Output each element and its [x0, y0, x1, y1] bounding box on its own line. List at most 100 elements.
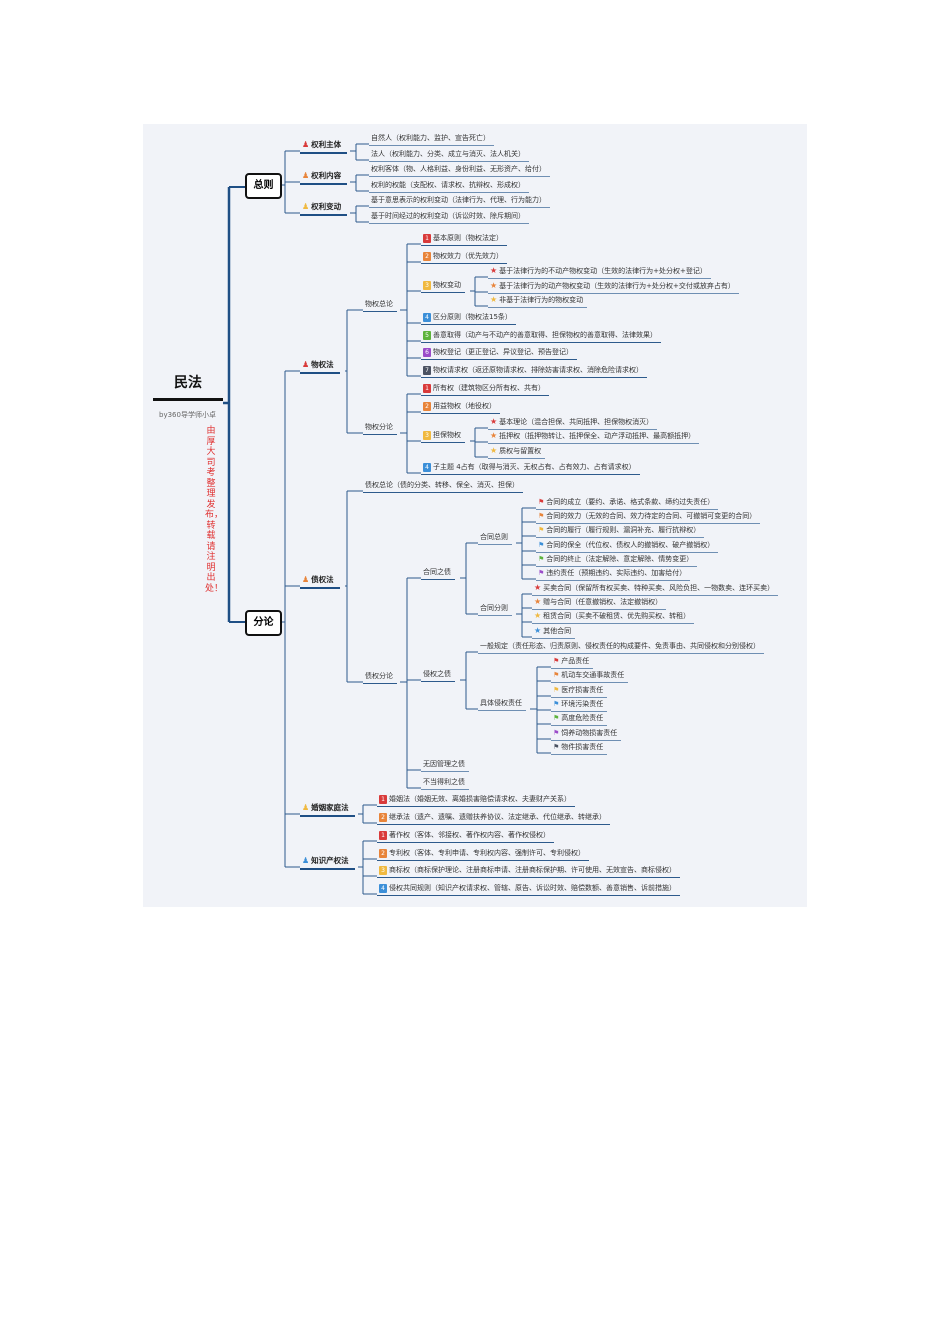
- node-label: 区分原则（物权法15条）: [433, 313, 512, 321]
- leaf-node[interactable]: ⚑机动车交通事故责任: [551, 669, 629, 683]
- node-label: 基本理论（混合担保、共同抵押、担保物权消灭）: [499, 418, 654, 426]
- node-label: 合同的终止（法定解除、意定解除、情势变更）: [546, 555, 694, 563]
- leaf-node[interactable]: 自然人（权利能力、监护、宣告死亡）: [369, 132, 494, 146]
- leaf-node[interactable]: ★非基于法律行为的物权变动: [488, 294, 588, 308]
- leaf-node[interactable]: ⚑饲养动物损害责任: [551, 727, 622, 741]
- node-label: 医疗损害责任: [561, 686, 604, 694]
- priority-badge: 1: [379, 794, 387, 804]
- leaf-node[interactable]: ⚑合同的效力（无效的合同、效力待定的合同、可撤销可变更的合同）: [536, 510, 761, 524]
- leaf-node[interactable]: ⚑高度危险责任: [551, 712, 608, 726]
- node-juti-qinquan[interactable]: 具体侵权责任: [478, 697, 526, 711]
- leaf-node[interactable]: ★基本理论（混合担保、共同抵押、担保物权消灭）: [488, 416, 658, 430]
- person-icon: ♟: [302, 856, 310, 865]
- flag-icon: ⚑: [553, 743, 560, 751]
- node-yiban-guiding[interactable]: 一般规定（责任形态、归责原则、侵权责任的构成要件、免责事由、共同侵权和分别侵权）: [478, 640, 764, 654]
- node-hunyin[interactable]: ♟婚姻家庭法: [300, 802, 355, 817]
- priority-badge: 3: [423, 280, 431, 290]
- node-label: 债权法: [311, 575, 334, 584]
- node-zhichan[interactable]: ♟知识产权法: [300, 855, 355, 870]
- leaf-node[interactable]: 法人（权利能力、分类、成立与消灭、法人机关）: [369, 148, 529, 162]
- leaf-node[interactable]: ★质权与留置权: [488, 445, 546, 459]
- flag-icon: ⚑: [553, 686, 560, 694]
- priority-badge: 4: [423, 462, 431, 472]
- priority-badge: 1: [379, 830, 387, 840]
- node-zhaiquan-fenlun[interactable]: 债权分论: [363, 670, 397, 684]
- node-zhaiquan-zonglun[interactable]: 债权总论（债的分类、转移、保全、消灭、担保）: [363, 479, 523, 493]
- node-label: 权利变动: [311, 202, 342, 211]
- node-hetong-fenze[interactable]: 合同分则: [478, 602, 512, 616]
- flag-icon: ⚑: [538, 569, 545, 577]
- leaf-node[interactable]: 权利的权能（支配权、请求权、抗辩权、形成权）: [369, 179, 529, 193]
- node-label: 权利主体: [311, 140, 342, 149]
- leaf-node[interactable]: ⚑违约责任（预期违约、实际违约、加害给付）: [536, 567, 691, 581]
- leaf-node[interactable]: 基于意思表示的权利变动（法律行为、代理、行为能力）: [369, 194, 550, 208]
- node-quanli-neirong[interactable]: ♟权利内容: [300, 170, 348, 185]
- node-zhaiquanfa[interactable]: ♟债权法: [300, 574, 340, 589]
- leaf-node[interactable]: ★其他合同: [532, 625, 576, 639]
- leaf-node[interactable]: ★买卖合同（保留所有权买卖、特种买卖、风险负担、一物数卖、连环买卖）: [532, 582, 779, 596]
- node-hetong-zongze[interactable]: 合同总则: [478, 531, 512, 545]
- star-icon: ★: [534, 611, 542, 620]
- leaf-node[interactable]: ★基于法律行为的不动产物权变动（生效的法律行为+处分权+登记）: [488, 265, 711, 279]
- person-icon: ♟: [302, 140, 310, 149]
- node-wuquanfa[interactable]: ♟物权法: [300, 359, 340, 374]
- node-wuyin[interactable]: 无因管理之债: [421, 758, 469, 772]
- node-label: 物权效力（优先效力）: [433, 252, 503, 260]
- flag-icon: ⚑: [538, 555, 545, 563]
- leaf-node[interactable]: ⚑合同的终止（法定解除、意定解除、情势变更）: [536, 553, 698, 567]
- leaf-node[interactable]: ★基于法律行为的动产物权变动（生效的法律行为+处分权+交付或放弃占有）: [488, 280, 739, 294]
- node-label: 专利权（客体、专利申请、专利权内容、强制许可、专利侵权）: [389, 849, 585, 857]
- node-budang[interactable]: 不当得利之债: [421, 776, 469, 790]
- node-wuquan-zonglun[interactable]: 物权总论: [363, 298, 397, 312]
- node-label: 担保物权: [433, 431, 461, 439]
- node-quanli-zhuti[interactable]: ♟权利主体: [300, 139, 348, 154]
- leaf-node[interactable]: ★赠与合同（任意撤销权、法定撤销权）: [532, 596, 667, 610]
- leaf-node[interactable]: ⚑物件损害责任: [551, 741, 608, 755]
- leaf-node[interactable]: 基于时间经过的权利变动（诉讼时效、除斥期间）: [369, 210, 529, 224]
- node-fenlun[interactable]: 分论: [245, 610, 282, 636]
- flag-icon: ⚑: [553, 671, 560, 679]
- node-label: 权利内容: [311, 171, 342, 180]
- leaf-node[interactable]: ★抵押权（抵押物转让、抵押保全、动产浮动抵押、最高额抵押）: [488, 430, 700, 444]
- node-label: 合同的保全（代位权、债权人的撤销权、破产撤销权）: [546, 541, 715, 549]
- person-icon: ♟: [302, 202, 310, 211]
- node-label: 机动车交通事故责任: [561, 671, 625, 679]
- node-quanli-biandong[interactable]: ♟权利变动: [300, 201, 348, 216]
- leaf-node[interactable]: ⚑合同的成立（要约、承诺、格式条款、缔约过失责任）: [536, 496, 719, 510]
- node-hetong[interactable]: 合同之债: [421, 566, 455, 580]
- leaf-node[interactable]: ⚑合同的保全（代位权、债权人的撤销权、破产撤销权）: [536, 539, 719, 553]
- priority-badge: 5: [423, 330, 431, 340]
- node-zongze[interactable]: 总则: [245, 173, 282, 199]
- node-qinquan[interactable]: 侵权之债: [421, 668, 455, 682]
- node-label: 婚姻家庭法: [311, 803, 349, 812]
- leaf-node[interactable]: 权利客体（物、人格利益、身份利益、无形资产、给付）: [369, 163, 550, 177]
- leaf-node[interactable]: ⚑环境污染责任: [551, 698, 608, 712]
- node-wuquan-fenlun[interactable]: 物权分论: [363, 421, 397, 435]
- leaf-node[interactable]: ⚑产品责任: [551, 655, 594, 669]
- star-icon: ★: [490, 431, 498, 440]
- leaf-node[interactable]: ★租赁合同（买卖不破租赁、优先购买权、转租）: [532, 610, 695, 624]
- flag-icon: ⚑: [538, 541, 545, 549]
- node-label: 物权登记（更正登记、异议登记、预告登记）: [433, 348, 573, 356]
- leaf-node[interactable]: ⚑医疗损害责任: [551, 684, 608, 698]
- leaf-node[interactable]: ⚑合同的履行（履行规则、漏洞补充、履行抗辩权）: [536, 524, 705, 538]
- star-icon: ★: [534, 583, 542, 592]
